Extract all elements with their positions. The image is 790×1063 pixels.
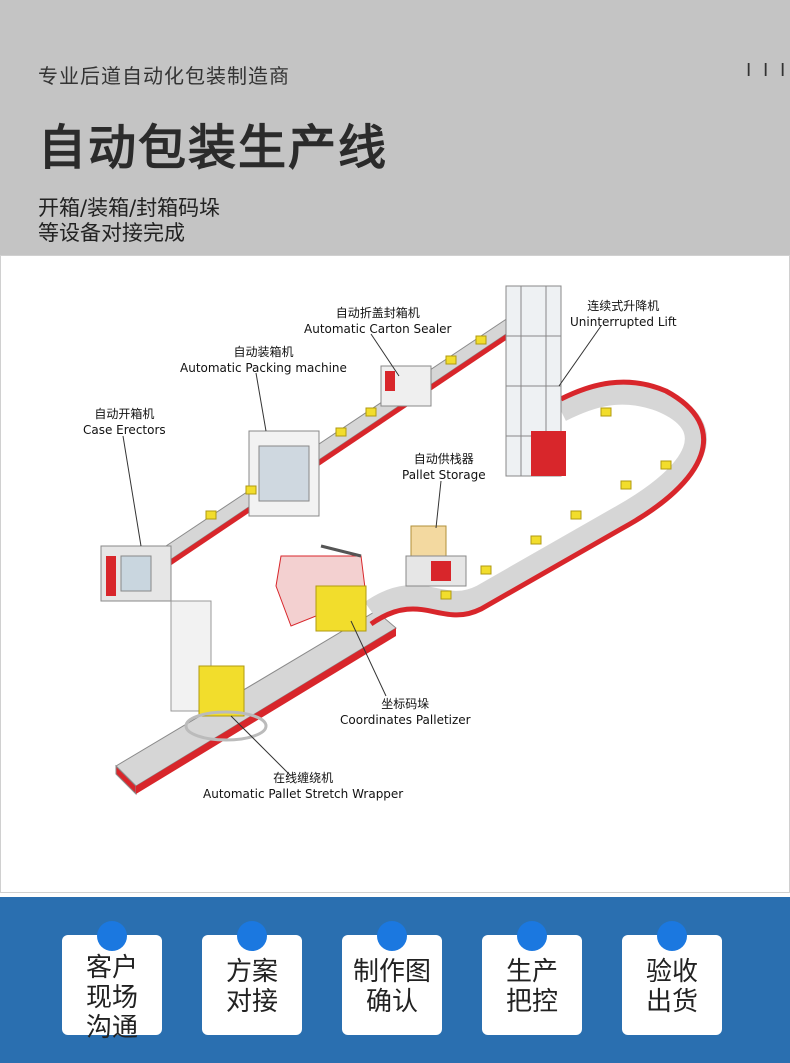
process-steps-footer: 客户现场沟通 方案对接 制作图确认 生产把控 验收出货 — [0, 897, 790, 1063]
desc-line-1: 开箱/装箱/封箱码垛 — [38, 196, 221, 220]
carton-sealer — [380, 365, 432, 407]
header-banner: 专业后道自动化包装制造商 I I I 自动包装生产线 开箱/装箱/封箱码垛 等设… — [0, 0, 790, 255]
lower-conveyor — [115, 610, 397, 796]
step-card-plan: 方案对接 — [202, 921, 302, 1035]
desc-line-2: 等设备对接完成 — [38, 221, 185, 245]
label-carton-sealer: 自动折盖封箱机 Automatic Carton Sealer — [304, 306, 452, 336]
stretch-wrapper — [170, 600, 268, 742]
curved-conveyor — [364, 379, 707, 627]
leader-lines — [122, 325, 602, 777]
step-dot-icon — [97, 921, 127, 951]
pallet-storage — [405, 525, 467, 587]
step-label: 方案对接 — [225, 957, 278, 1017]
step-dot-icon — [657, 921, 687, 951]
step-label: 制作图确认 — [352, 957, 431, 1017]
label-palletizer: 坐标码垛 Coordinates Palletizer — [340, 697, 471, 727]
lift-tower — [505, 285, 566, 477]
conveyor-boxes — [205, 335, 672, 600]
label-stretch-wrapper: 在线缠绕机 Automatic Pallet Stretch Wrapper — [203, 771, 404, 801]
packing-machine — [248, 430, 320, 517]
label-uninterrupted-lift: 连续式升降机 Uninterrupted Lift — [570, 299, 677, 329]
production-line-diagram: 自动折盖封箱机 Automatic Carton Sealer 连续式升降机 U… — [0, 255, 790, 893]
step-dot-icon — [237, 921, 267, 951]
step-label: 生产把控 — [505, 957, 558, 1017]
step-dot-icon — [377, 921, 407, 951]
step-card-acceptance: 验收出货 — [622, 921, 722, 1035]
menu-bars-icon: I I I — [746, 60, 789, 81]
palletizer — [275, 544, 367, 632]
label-packing-machine: 自动装箱机 Automatic Packing machine — [180, 345, 347, 375]
production-line-illustration — [100, 285, 707, 796]
label-pallet-storage: 自动供栈器 Pallet Storage — [402, 452, 486, 482]
page-title: 自动包装生产线 — [38, 120, 389, 176]
label-case-erectors: 自动开箱机 Case Erectors — [83, 407, 166, 437]
step-card-drawing: 制作图确认 — [342, 921, 442, 1035]
header-description: 开箱/装箱/封箱码垛 等设备对接完成 — [38, 196, 220, 246]
case-erector-machine — [100, 545, 172, 602]
step-label: 验收出货 — [645, 957, 698, 1017]
step-dot-icon — [517, 921, 547, 951]
step-card-production: 生产把控 — [482, 921, 582, 1035]
step-label: 客户现场沟通 — [85, 953, 138, 1043]
header-subtitle: 专业后道自动化包装制造商 — [38, 64, 290, 88]
step-card-communication: 客户现场沟通 — [62, 921, 162, 1043]
